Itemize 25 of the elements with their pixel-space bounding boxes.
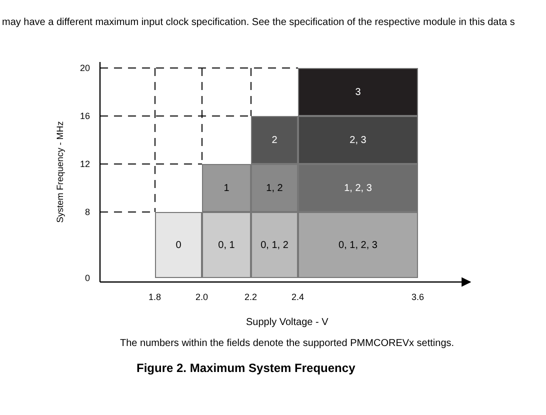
- tick-label: 20: [80, 63, 90, 73]
- body-text: may have a different maximum input clock specification. See the specification of the respective module in this data s: [2, 16, 515, 28]
- frequency-region: 1, 2, 3: [298, 164, 418, 212]
- tick-label: 2.0: [196, 292, 208, 302]
- frequency-region: 2: [251, 116, 298, 164]
- tick-label: 1.8: [148, 292, 162, 302]
- frequency-region: 0: [155, 212, 202, 278]
- frequency-region: 2, 3: [298, 116, 418, 164]
- frequency-region: 3: [298, 68, 418, 116]
- figure-caption: Figure 2. Maximum System Frequency: [136, 361, 356, 375]
- tick-label: 2.2: [244, 292, 258, 302]
- tick-label: 12: [80, 159, 90, 169]
- tick-label: 16: [80, 111, 90, 121]
- tick-label: 8: [85, 207, 90, 217]
- frequency-region: 0, 1, 2, 3: [298, 212, 418, 278]
- frequency-region: 0, 1, 2: [251, 212, 298, 278]
- axis-title: Supply Voltage - V: [246, 316, 328, 328]
- axis-title: System Frequency - MHz: [54, 121, 65, 223]
- frequency-region: 1, 2: [251, 164, 298, 212]
- note-text: The numbers within the fields denote the supported PMMCOREVx settings.: [120, 338, 454, 348]
- tick-label: 0: [85, 273, 90, 283]
- tick-label: 2.4: [292, 292, 304, 302]
- tick-label: 3.6: [412, 292, 424, 302]
- frequency-region: 0, 1: [202, 212, 251, 278]
- frequency-region: 1: [202, 164, 251, 212]
